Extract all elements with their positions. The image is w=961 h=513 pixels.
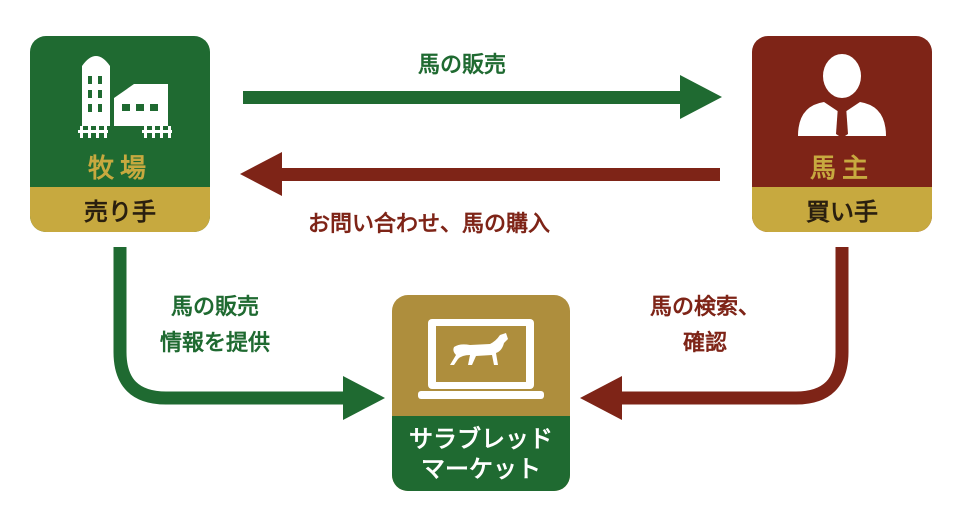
owner-role: 買い手 [806,198,878,226]
market-name-band: サラブレッド マーケット [392,416,570,491]
owner-role-band: 買い手 [752,187,932,232]
label-owner-to-market: 馬の検索、 確認 [650,290,760,362]
farm-role-band: 売り手 [30,187,210,232]
farm-node: 牧場 売り手 [30,36,210,232]
label-farm-to-market-line2: 情報を提供 [160,331,271,356]
person-suit-icon [798,54,886,138]
owner-title: 馬主 [809,154,874,184]
market-name-line1: サラブレッド [409,424,553,453]
label-farm-to-market-line1: 馬の販売 [171,295,260,320]
barn-silo-icon [78,56,172,138]
farm-title: 牧場 [87,154,152,184]
label-farm-to-owner: 馬の販売 [418,53,507,78]
laptop-horse-icon [418,319,544,399]
arrow-owner-to-farm [240,152,720,196]
market-name-line2: マーケット [421,454,541,483]
label-owner-to-market-line2: 確認 [683,331,728,356]
arrow-farm-to-owner [243,75,722,119]
farm-role: 売り手 [84,198,156,226]
arrow-owner-to-market [580,247,849,420]
owner-node: 馬主 買い手 [752,36,932,232]
label-farm-to-market: 馬の販売 情報を提供 [160,290,270,362]
label-owner-to-farm: お問い合わせ、馬の購入 [308,212,551,237]
label-owner-to-market-line1: 馬の検索、 [650,295,761,320]
market-node: サラブレッド マーケット [392,295,570,491]
arrow-farm-to-market [113,247,385,420]
